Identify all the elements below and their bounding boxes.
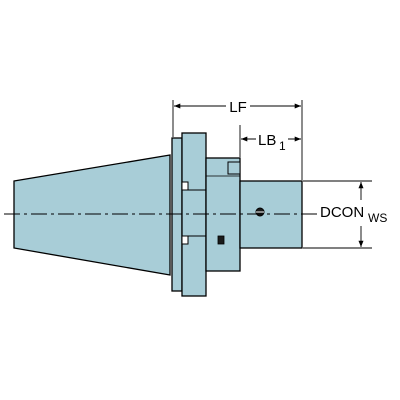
adapter-body xyxy=(205,157,241,272)
output-shank xyxy=(239,180,303,249)
flange-notch-bottom xyxy=(181,235,189,245)
flange-notch-top xyxy=(181,181,189,191)
flange-left xyxy=(171,137,183,292)
dcon-subscript: WS xyxy=(368,211,387,225)
lb-subscript: 1 xyxy=(279,139,286,153)
taper-shank xyxy=(13,154,171,276)
lb-label-bg xyxy=(256,126,288,152)
lf-label: LF xyxy=(229,99,247,116)
flange-main xyxy=(181,132,207,297)
dcon-label-bg xyxy=(318,200,394,226)
dcon-label: DCON xyxy=(320,204,364,221)
drive-key xyxy=(217,235,225,245)
lf-label-bg xyxy=(226,96,250,116)
adapter-shoulder xyxy=(227,161,241,175)
lb-label: LB xyxy=(258,132,276,149)
